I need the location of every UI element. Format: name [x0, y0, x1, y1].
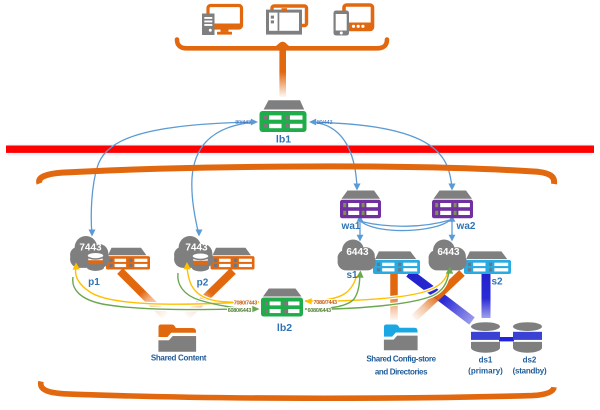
svg-text:6080/6443: 6080/6443 [308, 308, 332, 314]
svg-text:wa1: wa1 [341, 221, 361, 232]
svg-text:lb1: lb1 [276, 134, 291, 146]
svg-text:and Directories: and Directories [375, 368, 428, 377]
svg-text:7080/7443: 7080/7443 [314, 300, 338, 306]
svg-text:Shared Content: Shared Content [151, 354, 207, 363]
svg-text:Shared Config-store: Shared Config-store [366, 355, 436, 364]
svg-text:80/443: 80/443 [235, 120, 251, 126]
svg-text:7080/7443: 7080/7443 [234, 301, 258, 307]
svg-text:s1: s1 [346, 270, 358, 281]
svg-text:6080/6443: 6080/6443 [228, 308, 252, 314]
svg-text:wa2: wa2 [456, 221, 476, 232]
svg-text:6443: 6443 [346, 247, 369, 258]
svg-text:ds1: ds1 [479, 356, 493, 365]
svg-text:7443: 7443 [79, 243, 102, 254]
svg-text:(primary): (primary) [468, 367, 503, 376]
svg-text:ds2: ds2 [523, 356, 537, 365]
svg-text:p2: p2 [197, 278, 209, 289]
svg-text:s2: s2 [491, 277, 503, 288]
svg-text:7443: 7443 [185, 243, 208, 254]
svg-text:p1: p1 [88, 277, 100, 288]
svg-text:6443: 6443 [437, 247, 460, 258]
svg-text:lb2: lb2 [277, 322, 292, 334]
svg-text:80/443: 80/443 [317, 120, 333, 126]
svg-text:(standby): (standby) [513, 367, 547, 376]
